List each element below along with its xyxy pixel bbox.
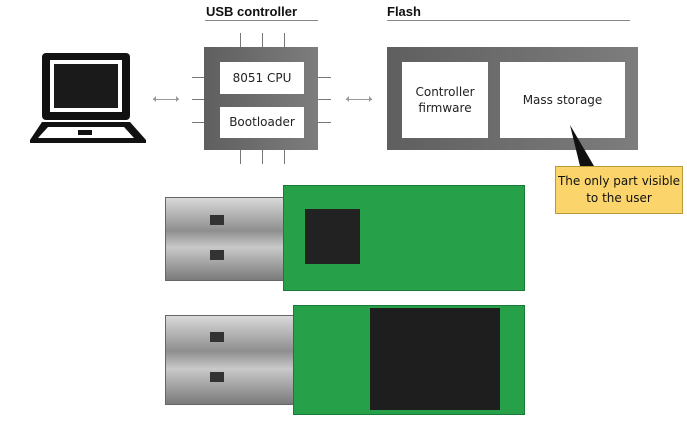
chip-pin (262, 33, 263, 47)
chip-pin (262, 150, 263, 164)
flash-chip: Controller firmware Mass storage (387, 47, 638, 150)
divider (387, 20, 630, 21)
flash-heading: Flash (387, 4, 421, 19)
chip-pin (192, 122, 204, 123)
callout-pointer (570, 125, 594, 166)
chip-pin (318, 122, 331, 123)
usb-controller-chip: 8051 CPU Bootloader (204, 47, 318, 150)
bootloader-box: Bootloader (220, 107, 304, 138)
mass-storage-box: Mass storage (500, 62, 625, 138)
usb-stick-photo-top (165, 185, 525, 291)
chip-pin (284, 33, 285, 47)
chip-pin (240, 33, 241, 47)
controller-firmware-box: Controller firmware (402, 62, 488, 138)
usb-controller-heading: USB controller (206, 4, 298, 19)
chip-pin (318, 77, 331, 78)
callout-note: The only part visible to the user (555, 166, 683, 214)
chip-pin (284, 150, 285, 164)
chip-pin (318, 99, 331, 100)
bidirectional-arrow-icon (153, 96, 179, 102)
bidirectional-arrow-icon (346, 96, 372, 102)
chip-pin (192, 99, 204, 100)
chip-pin (192, 77, 204, 78)
chip-pin (240, 150, 241, 164)
cpu-box: 8051 CPU (220, 62, 304, 94)
divider (205, 20, 318, 21)
usb-stick-photo-bottom (165, 300, 525, 415)
laptop-icon (30, 53, 146, 143)
